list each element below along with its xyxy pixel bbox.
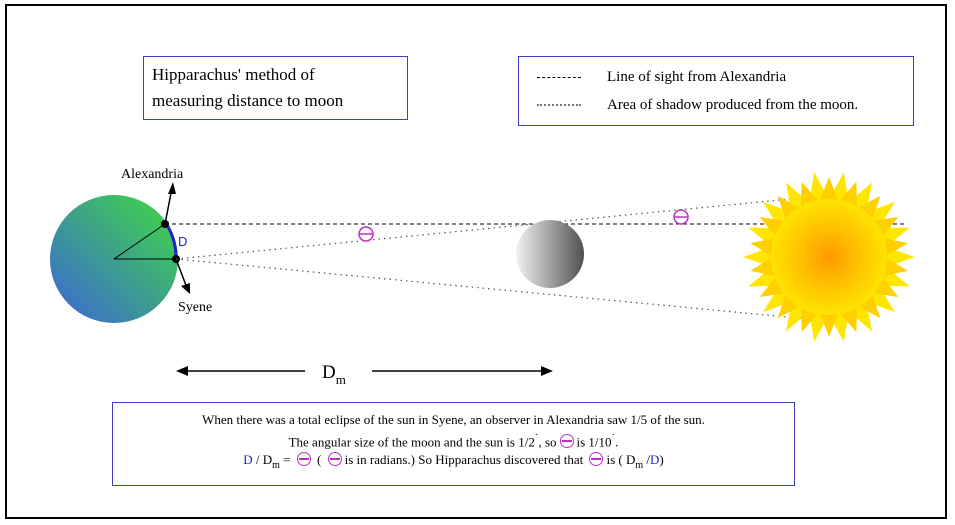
note-line-3: D / Dm = ( is in radians.) So Hipparachu… [243, 452, 664, 472]
shadow-line-upper [175, 197, 801, 260]
label-dm: Dm [322, 362, 346, 387]
note-line-2: The angular size of the moon and the sun… [288, 432, 619, 450]
sun [743, 172, 915, 342]
theta-icon [559, 434, 574, 449]
legend-row-dashed: Line of sight from Alexandria [529, 63, 903, 91]
title-line-2: measuring distance to moon [152, 91, 344, 110]
legend-row-dotted: Area of shadow produced from the moon. [529, 91, 903, 119]
distance-arrowhead-right [541, 366, 553, 376]
legend-swatch-dashed [537, 76, 581, 78]
arrow-syene-head [181, 283, 190, 294]
arrow-syene [175, 258, 188, 289]
distance-arrowhead-left [176, 366, 188, 376]
label-d: D [178, 234, 187, 249]
label-alexandria: Alexandria [121, 167, 184, 182]
theta-symbol-1 [358, 226, 374, 242]
theta-symbol-2 [673, 209, 689, 225]
theta-icon [327, 452, 342, 467]
legend-label-dashed: Line of sight from Alexandria [607, 68, 787, 85]
label-syene: Syene [178, 300, 212, 315]
title-line-1: Hipparachus' method of [152, 65, 315, 84]
title-box: Hipparachus' method of measuring distanc… [143, 56, 408, 120]
note-line-1: When there was a total eclipse of the su… [202, 412, 705, 427]
shadow-line-lower [175, 258, 841, 323]
moon [516, 220, 584, 288]
explanation-box: When there was a total eclipse of the su… [112, 402, 795, 486]
diagram-frame [5, 4, 947, 519]
legend-swatch-dotted [537, 104, 581, 106]
theta-icon [589, 452, 604, 467]
theta-icon [296, 452, 311, 467]
radius-alexandria [113, 223, 166, 260]
arrow-alexandria-head [168, 182, 176, 194]
legend-label-dotted: Area of shadow produced from the moon. [607, 96, 859, 113]
legend-box: Line of sight from Alexandria Area of sh… [518, 56, 914, 126]
